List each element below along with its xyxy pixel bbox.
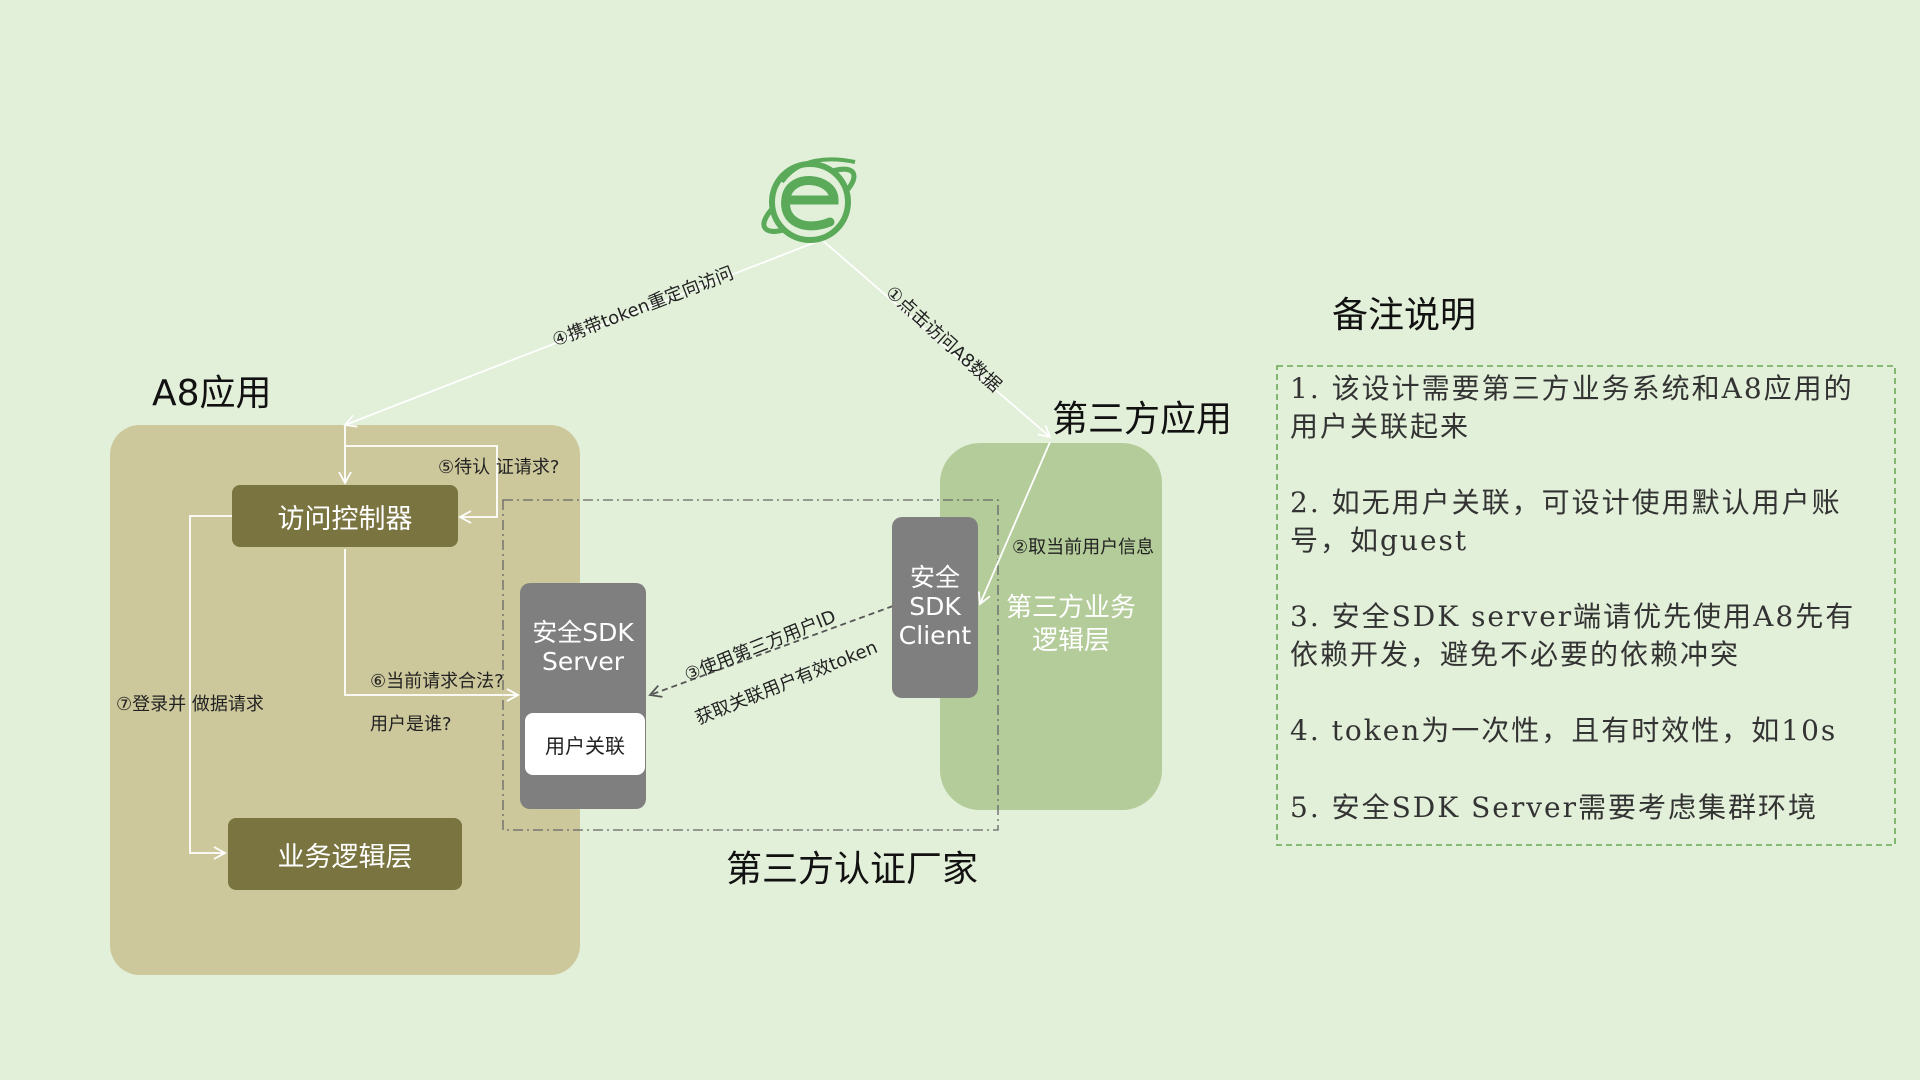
access-controller-node: 访问控制器 (232, 485, 458, 547)
notes-title: 备注说明 (1332, 295, 1477, 336)
sdk-client-node: 安全 SDK Client (892, 517, 978, 698)
user-link-node: 用户关联 (525, 713, 645, 775)
edge-5-label: ⑤待认 证请求? (438, 457, 560, 478)
edge-6-label-b: 用户是谁? (370, 714, 452, 735)
edge-3-line (648, 605, 894, 698)
edge-2-line (977, 441, 1051, 606)
edge-5-loop (345, 445, 498, 524)
note-item-5: 5. 安全SDK Server需要考虑集群环境 (1290, 790, 1818, 824)
ie-browser-icon (761, 157, 857, 243)
edge-6-label-a: ⑥当前请求合法? (370, 671, 504, 692)
third-party-logic-node: 第三方业务 逻辑层 (1005, 593, 1136, 656)
a8-app-title: A8应用 (152, 373, 272, 414)
notes-list: 1. 该设计需要第三方业务系统和A8应用的用户关联起来 2. 如无用户关联，可设… (1290, 370, 1880, 865)
edge-7-line (189, 515, 233, 860)
third-party-app-title: 第三方应用 (1052, 399, 1233, 440)
sdk-server-label: 安全SDK Server (532, 618, 634, 676)
edge-2-label: ②取当前用户信息 (1012, 537, 1155, 558)
note-item-4: 4. token为一次性，且有时效性，如10s (1290, 714, 1838, 748)
edge-1-line (821, 239, 1052, 439)
note-item-1: 1. 该设计需要第三方业务系统和A8应用的用户关联起来 (1290, 372, 1854, 444)
edge-4-line (343, 241, 817, 428)
third-party-auth-frame (502, 499, 999, 831)
note-item-3: 3. 安全SDK server端请优先使用A8先有依赖开发，避免不必要的依赖冲突 (1290, 600, 1856, 672)
business-logic-node: 业务逻辑层 (228, 818, 462, 890)
edge-6-line (344, 549, 520, 702)
notes-frame (1276, 365, 1896, 846)
note-item-2: 2. 如无用户关联，可设计使用默认用户账号，如guest (1290, 486, 1842, 558)
third-party-auth-title: 第三方认证厂家 (726, 849, 979, 890)
edge-7-label: ⑦登录并 做据请求 (116, 694, 264, 715)
sdk-server-node: 安全SDK Server (520, 583, 646, 809)
